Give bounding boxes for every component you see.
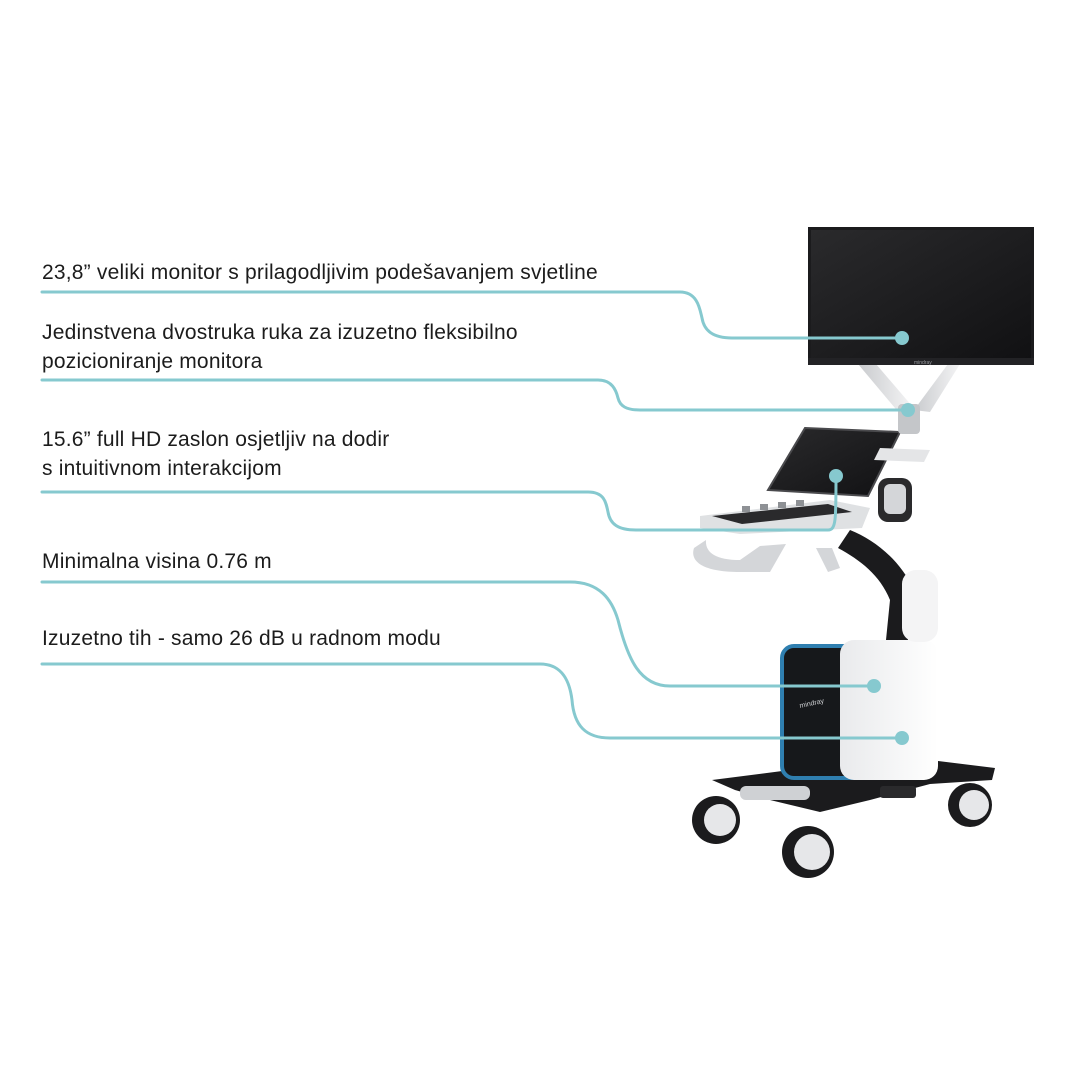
leader-line-noise — [40, 662, 904, 740]
callout-label-monitor: 23,8” veliki monitor s prilagodljivim po… — [42, 258, 598, 287]
leader-line-arm — [40, 378, 910, 412]
callout-label-touchscreen-line-1: 15.6” full HD zaslon osjetljiv na dodir — [42, 428, 390, 451]
callout-label-height-line-1: Minimalna visina 0.76 m — [42, 550, 272, 573]
callout-dot-arm — [901, 403, 915, 417]
callout-label-noise-line-1: Izuzetno tih - samo 26 dB u radnom modu — [42, 627, 441, 650]
main-body: mindray — [780, 640, 938, 780]
callout-label-touchscreen: 15.6” full HD zaslon osjetljiv na dodir … — [42, 425, 389, 483]
touch-screen — [766, 426, 930, 522]
callout-label-height: Minimalna visina 0.76 m — [42, 547, 272, 576]
dual-arm — [858, 364, 960, 434]
svg-text:mindray: mindray — [914, 360, 932, 366]
callout-dot-touchscreen — [829, 469, 843, 483]
main-monitor: mindray — [808, 227, 1034, 366]
leader-lines — [40, 290, 910, 740]
callout-label-touchscreen-line-2: s intuitivnom interakcijom — [42, 457, 282, 480]
leader-line-monitor — [40, 290, 904, 340]
leader-line-height — [40, 580, 876, 688]
callout-dot-monitor — [895, 331, 909, 345]
callout-dot-noise — [895, 731, 909, 745]
callout-label-arm-line-1: Jedinstvena dvostruka ruka za izuzetno f… — [42, 321, 518, 344]
callout-label-noise: Izuzetno tih - samo 26 dB u radnom modu — [42, 624, 441, 653]
callout-dots — [829, 331, 915, 745]
column — [838, 530, 938, 642]
wheel-left — [692, 796, 740, 844]
callout-label-arm: Jedinstvena dvostruka ruka za izuzetno f… — [42, 318, 518, 376]
wheel-front — [782, 826, 834, 878]
wheel-right — [948, 783, 992, 827]
callout-label-arm-line-2: pozicioniranje monitora — [42, 350, 263, 373]
callout-dot-height — [867, 679, 881, 693]
control-panel — [693, 500, 870, 572]
callout-label-monitor-line-1: 23,8” veliki monitor s prilagodljivim po… — [42, 261, 598, 284]
leader-line-touchscreen — [40, 474, 838, 532]
